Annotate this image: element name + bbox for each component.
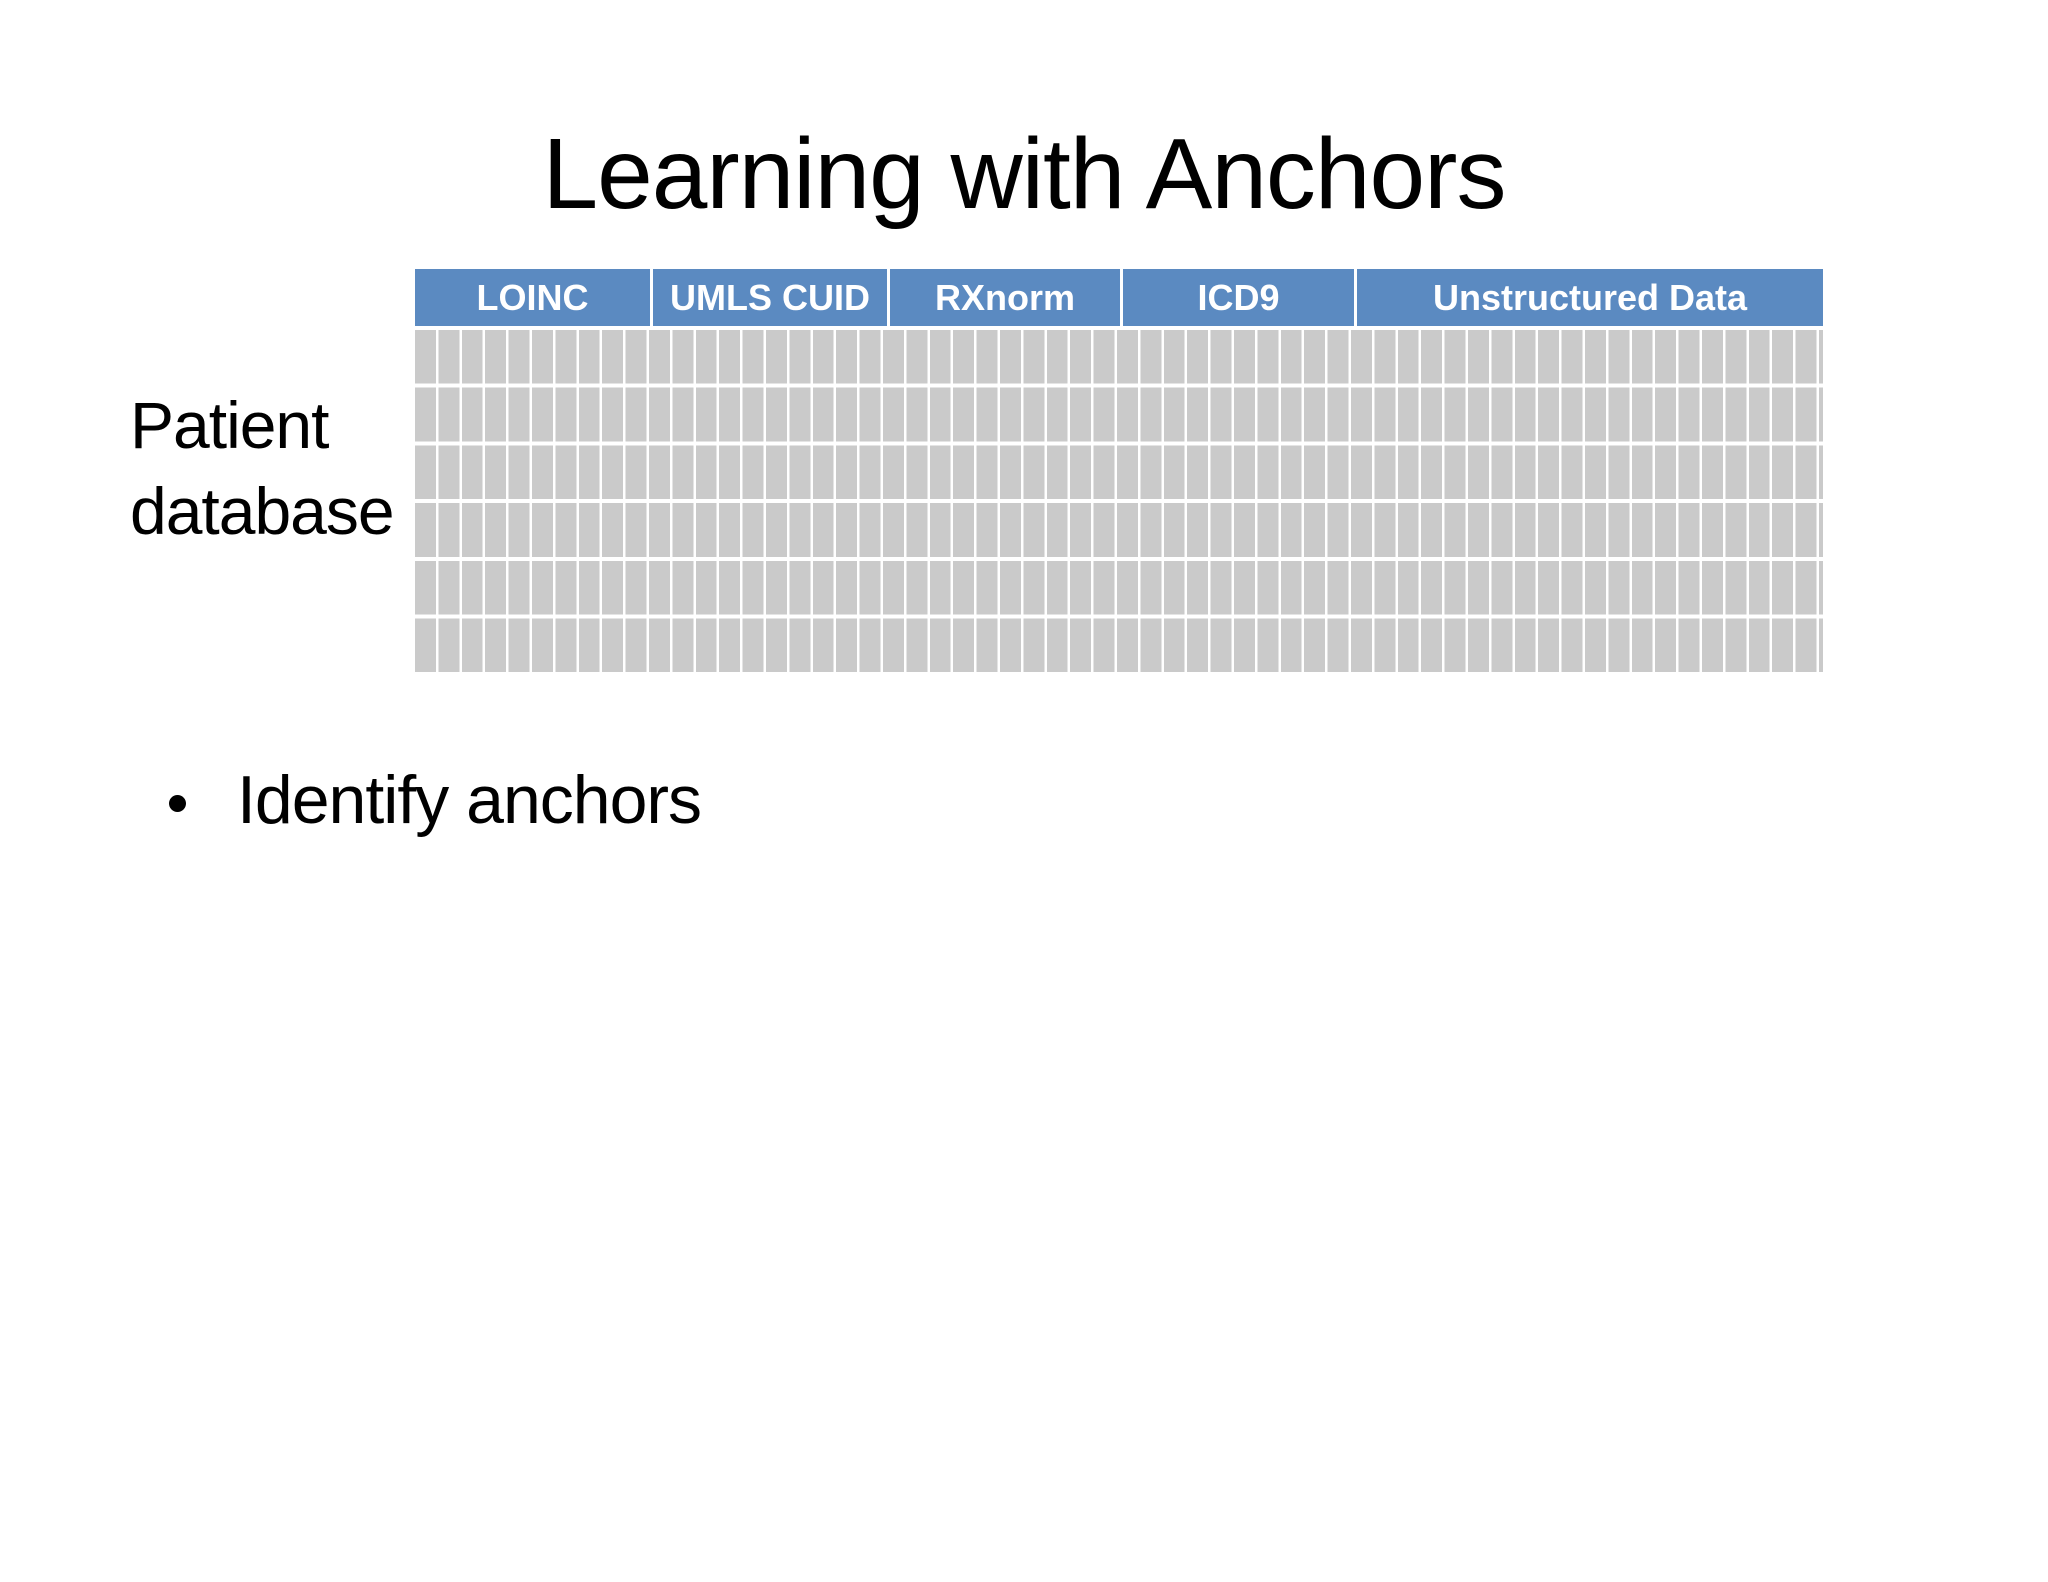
column-header-loinc: LOINC xyxy=(415,269,650,326)
column-header-unstructured-data: Unstructured Data xyxy=(1354,269,1823,326)
column-header-rxnorm: RXnorm xyxy=(887,269,1120,326)
column-header-icd9: ICD9 xyxy=(1120,269,1354,326)
patient-database-label-line2: database xyxy=(130,474,395,548)
bullet-text: Identify anchors xyxy=(237,762,702,838)
column-header-umls-cuid: UMLS CUID xyxy=(650,269,887,326)
patient-database-label: Patient database xyxy=(130,382,395,554)
bullet-item: Identify anchors xyxy=(0,766,2048,841)
patient-data-grid xyxy=(415,330,1823,676)
table-header-row: LOINC UMLS CUID RXnorm ICD9 Unstructured… xyxy=(415,269,1823,326)
patient-database-label-line1: Patient xyxy=(130,388,329,462)
slide-title: Learning with Anchors xyxy=(542,118,1507,230)
bullet-icon xyxy=(169,795,186,812)
